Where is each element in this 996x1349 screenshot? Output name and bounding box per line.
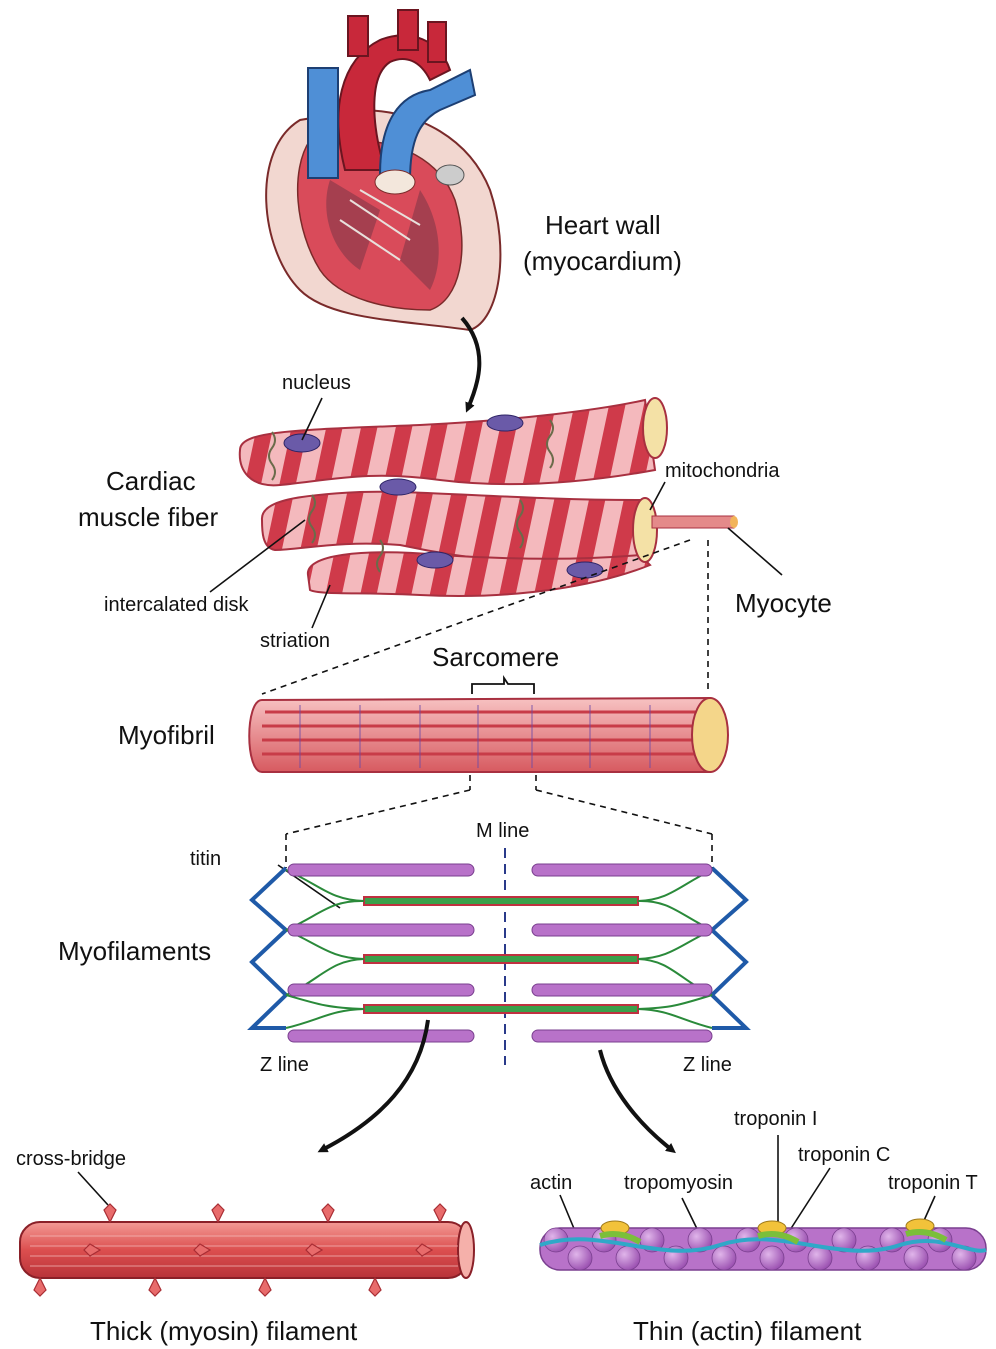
label-sarcomere: Sarcomere — [432, 642, 559, 673]
label-thin-filament: Thin (actin) filament — [633, 1316, 861, 1347]
label-z-line-left: Z line — [260, 1054, 309, 1077]
label-myofilaments: Myofilaments — [58, 936, 211, 967]
myofibril — [249, 678, 728, 772]
label-titin: titin — [190, 848, 221, 871]
label-troponin-t: troponin T — [888, 1172, 978, 1195]
label-thick-filament: Thick (myosin) filament — [90, 1316, 357, 1347]
thick-filament — [20, 1204, 474, 1296]
label-myocardium: (myocardium) — [523, 246, 682, 277]
label-cardiac: Cardiac — [106, 466, 196, 497]
label-troponin-i: troponin I — [734, 1108, 817, 1131]
label-z-line-right: Z line — [683, 1054, 732, 1077]
label-myofibril: Myofibril — [118, 720, 215, 751]
label-cross-bridge: cross-bridge — [16, 1148, 126, 1171]
label-nucleus: nucleus — [282, 372, 351, 395]
cardiac-muscle-fiber — [240, 398, 738, 596]
label-myocyte: Myocyte — [735, 588, 832, 619]
label-m-line: M line — [476, 820, 529, 843]
myofilaments — [252, 848, 746, 1065]
heart-to-fiber-arrow — [462, 318, 479, 408]
heart-anatomy-icon — [266, 10, 500, 330]
label-striation: striation — [260, 630, 330, 653]
label-actin: actin — [530, 1172, 572, 1195]
thin-filament — [540, 1219, 986, 1270]
label-muscle-fiber: muscle fiber — [78, 502, 218, 533]
label-intercalated-disk: intercalated disk — [104, 594, 249, 617]
to-thin-arrow — [600, 1050, 672, 1150]
label-heart-wall: Heart wall — [545, 210, 661, 241]
sarcomere-bracket — [472, 678, 534, 694]
label-mitochondria: mitochondria — [665, 460, 780, 483]
label-tropomyosin: tropomyosin — [624, 1172, 733, 1195]
label-troponin-c: troponin C — [798, 1144, 890, 1167]
